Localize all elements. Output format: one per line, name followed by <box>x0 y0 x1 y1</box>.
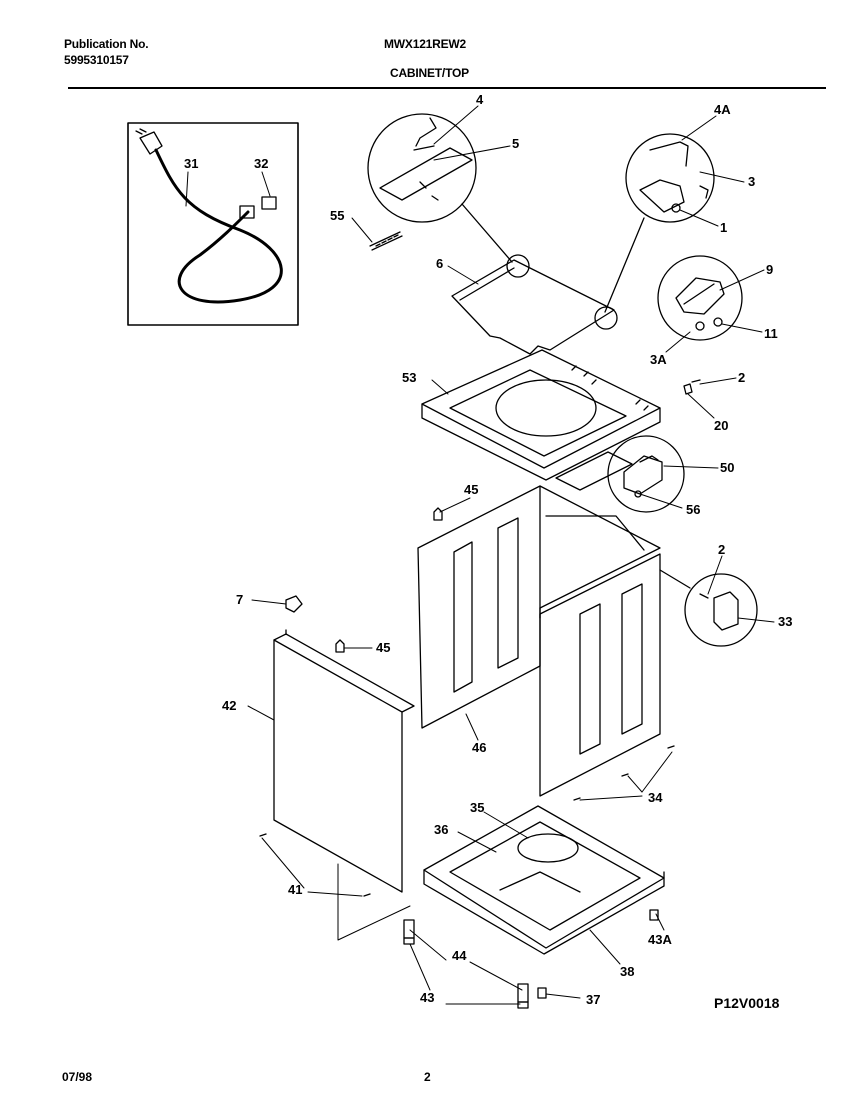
page-number: 2 <box>424 1070 431 1084</box>
lid-lock-detail-circle <box>657 255 743 341</box>
callout-42: 42 <box>222 698 236 713</box>
callout-7: 7 <box>236 592 243 607</box>
callout-45-lower: 45 <box>376 640 390 655</box>
header-rule <box>68 87 826 89</box>
callout-6: 6 <box>436 256 443 271</box>
publication-number: 5995310157 <box>64 53 129 67</box>
callout-33: 33 <box>778 614 792 629</box>
callout-36: 36 <box>434 822 448 837</box>
callout-37: 37 <box>586 992 600 1007</box>
hole-plug-part <box>285 595 303 613</box>
screw-parts <box>259 745 675 897</box>
terminal-detail-circle <box>659 569 758 647</box>
callout-35: 35 <box>470 800 484 815</box>
callout-5: 5 <box>512 136 519 151</box>
footer-date: 07/98 <box>62 1070 93 1084</box>
callout-45-upper: 45 <box>464 482 478 497</box>
callout-9: 9 <box>766 262 773 277</box>
callout-50: 50 <box>720 460 734 475</box>
callout-46: 46 <box>472 740 486 755</box>
cabinet-side-panel <box>539 553 661 797</box>
base-frame-part <box>423 805 665 955</box>
cabinet-top-part <box>421 349 661 491</box>
callout-38: 38 <box>620 964 634 979</box>
callout-20: 20 <box>714 418 728 433</box>
figure-code: P12V0018 <box>714 995 780 1011</box>
callout-3A: 3A <box>650 352 667 367</box>
callout-55: 55 <box>330 208 344 223</box>
callout-3: 3 <box>748 174 755 189</box>
callout-32: 32 <box>254 156 268 171</box>
front-panel-part <box>273 629 415 893</box>
callout-4A: 4A <box>714 102 731 117</box>
callout-53: 53 <box>402 370 416 385</box>
cabinet-rear-panel <box>417 485 661 729</box>
callout-4: 4 <box>476 92 484 107</box>
callout-2-lower: 2 <box>718 542 725 557</box>
switch-detail-circle <box>607 435 685 513</box>
callout-34: 34 <box>648 790 663 805</box>
callout-1: 1 <box>720 220 727 235</box>
callout-11: 11 <box>764 326 778 341</box>
callout-44: 44 <box>452 948 467 963</box>
publication-label: Publication No. <box>64 37 149 51</box>
spring-part <box>369 231 403 251</box>
lid-part <box>451 254 618 355</box>
leveling-legs <box>403 909 659 1009</box>
leader-lines <box>185 105 775 1005</box>
power-cord-inset <box>127 122 299 326</box>
clip-part-upper <box>433 507 443 521</box>
hinge-detail-circle <box>604 133 715 313</box>
callout-56: 56 <box>686 502 700 517</box>
callout-2-upper: 2 <box>738 370 745 385</box>
callout-31: 31 <box>184 156 198 171</box>
section-title: CABINET/TOP <box>390 66 469 80</box>
model-number: MWX121REW2 <box>384 37 467 51</box>
callout-41: 41 <box>288 882 302 897</box>
lid-switch-detail-circle <box>367 113 513 263</box>
screw-bracket-parts <box>683 379 701 395</box>
callout-43A: 43A <box>648 932 672 947</box>
callout-43: 43 <box>420 990 434 1005</box>
clip-part-lower <box>335 639 345 653</box>
